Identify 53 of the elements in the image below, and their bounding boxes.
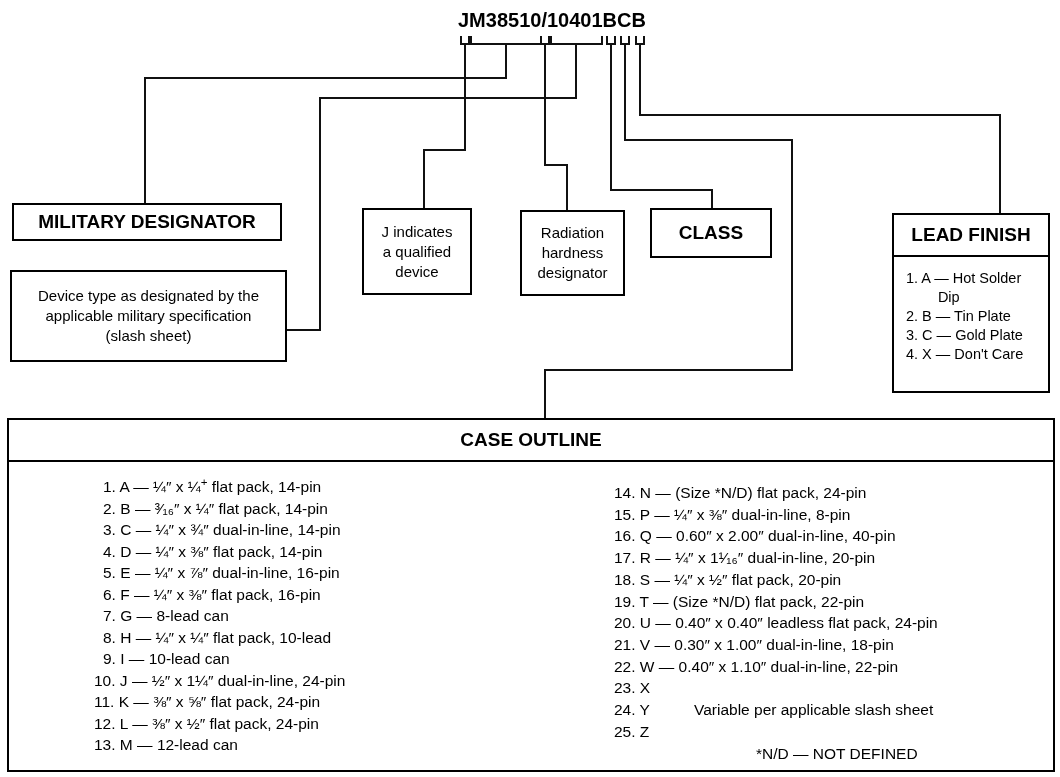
list-item: 10. J — ½″ x 1¼″ dual-in-line, 24-pin [94, 670, 346, 691]
connector-line [544, 59, 793, 419]
list-item: 4. X — Don't Care [906, 345, 1025, 364]
list-item: 25. Z [614, 721, 651, 742]
connector-line [144, 59, 507, 204]
list-item: 15. P — ¼″ x ⅜″ dual-in-line, 8-pin [614, 504, 852, 525]
list-item: 1. A — Hot Solder Dip [906, 269, 1023, 307]
box-text: J indicates a qualified device [380, 221, 454, 282]
list-item: 21. V — 0.30″ x 1.00″ dual-in-line, 18-pin [614, 634, 895, 655]
box-text: Device type as designated by the applicable military specification (slash sheet) [37, 286, 260, 346]
title-box [650, 208, 772, 258]
footnote: *N/D — NOT DEFINED [756, 744, 918, 764]
list-item: 6. F — ¼″ x ⅜″ flat pack, 16-pin [102, 584, 322, 605]
list-item: 17. R — ¼″ x 1¹⁄₁₆″ dual-in-line, 20-pin [614, 548, 877, 569]
box-title: CLASS [678, 221, 744, 245]
part-number: JM38510/10401BCB [458, 8, 646, 32]
list-item: 1. A — ¼″ x ¼$^{+}$ flat pack, 14-pin [102, 476, 323, 497]
list-item: 22. W — 0.40″ x 1.10″ dual-in-line, 22-pin [614, 656, 900, 677]
list-item: 14. N — (Size *N/D) flat pack, 24-pin [614, 483, 868, 503]
list-item: 24. Y [614, 700, 651, 721]
list-item: 8. H — ¼″ x ¼″ flat pack, 10-lead [102, 627, 333, 648]
lead-finish-box [892, 213, 1050, 393]
list-note: Variable per applicable slash sheet [694, 700, 934, 721]
description-box [362, 208, 472, 295]
list-item: 5. E — ¼″ x ⅞″ dual-in-line, 16-pin [102, 563, 341, 583]
box-title: LEAD FINISH [911, 222, 1031, 247]
list-item: 2. B — Tin Plate [906, 307, 1012, 326]
list-item: 9. I — 10-lead can [102, 649, 231, 669]
connector-line [544, 59, 568, 211]
list-item: 3. C — Gold Plate [906, 326, 1024, 345]
box-title: CASE OUTLINE [460, 427, 602, 452]
box-text: Radiation hardness designator [536, 223, 609, 283]
connector-line [610, 59, 713, 209]
connector-line [286, 59, 577, 331]
list-item: 23. X [614, 678, 652, 699]
description-box [10, 270, 287, 362]
list-item: 18. S — ¼″ x ½″ flat pack, 20-pin [614, 569, 843, 590]
connector-line [423, 59, 466, 209]
connector-line [639, 59, 1001, 214]
list-item: 12. L — ⅜″ x ½″ flat pack, 24-pin [94, 713, 320, 734]
case-outline-box [7, 418, 1055, 772]
description-box [520, 210, 625, 296]
list-item: 2. B — ³⁄₁₆″ x ¼″ flat pack, 14-pin [102, 498, 329, 519]
list-item: 3. C — ¼″ x ¾″ dual-in-line, 14-pin [102, 520, 342, 540]
list-item: 16. Q — 0.60″ x 2.00″ dual-in-line, 40-pin [614, 526, 897, 547]
list-item: 7. G — 8-lead can [102, 606, 230, 626]
list-item: 20. U — 0.40″ x 0.40″ leadless flat pack, 24-pin [614, 613, 938, 634]
title-box [12, 203, 282, 241]
list-item: 13. M — 12-lead can [94, 735, 239, 755]
list-item: 11. K — ⅜″ x ⅝″ flat pack, 24-pin [94, 692, 322, 712]
list-item: 19. T — (Size *N/D) flat pack, 22-pin [614, 591, 866, 612]
list-item: 4. D — ¼″ x ⅜″ flat pack, 14-pin [102, 541, 324, 562]
box-title: MILITARY DESIGNATOR [38, 210, 256, 234]
